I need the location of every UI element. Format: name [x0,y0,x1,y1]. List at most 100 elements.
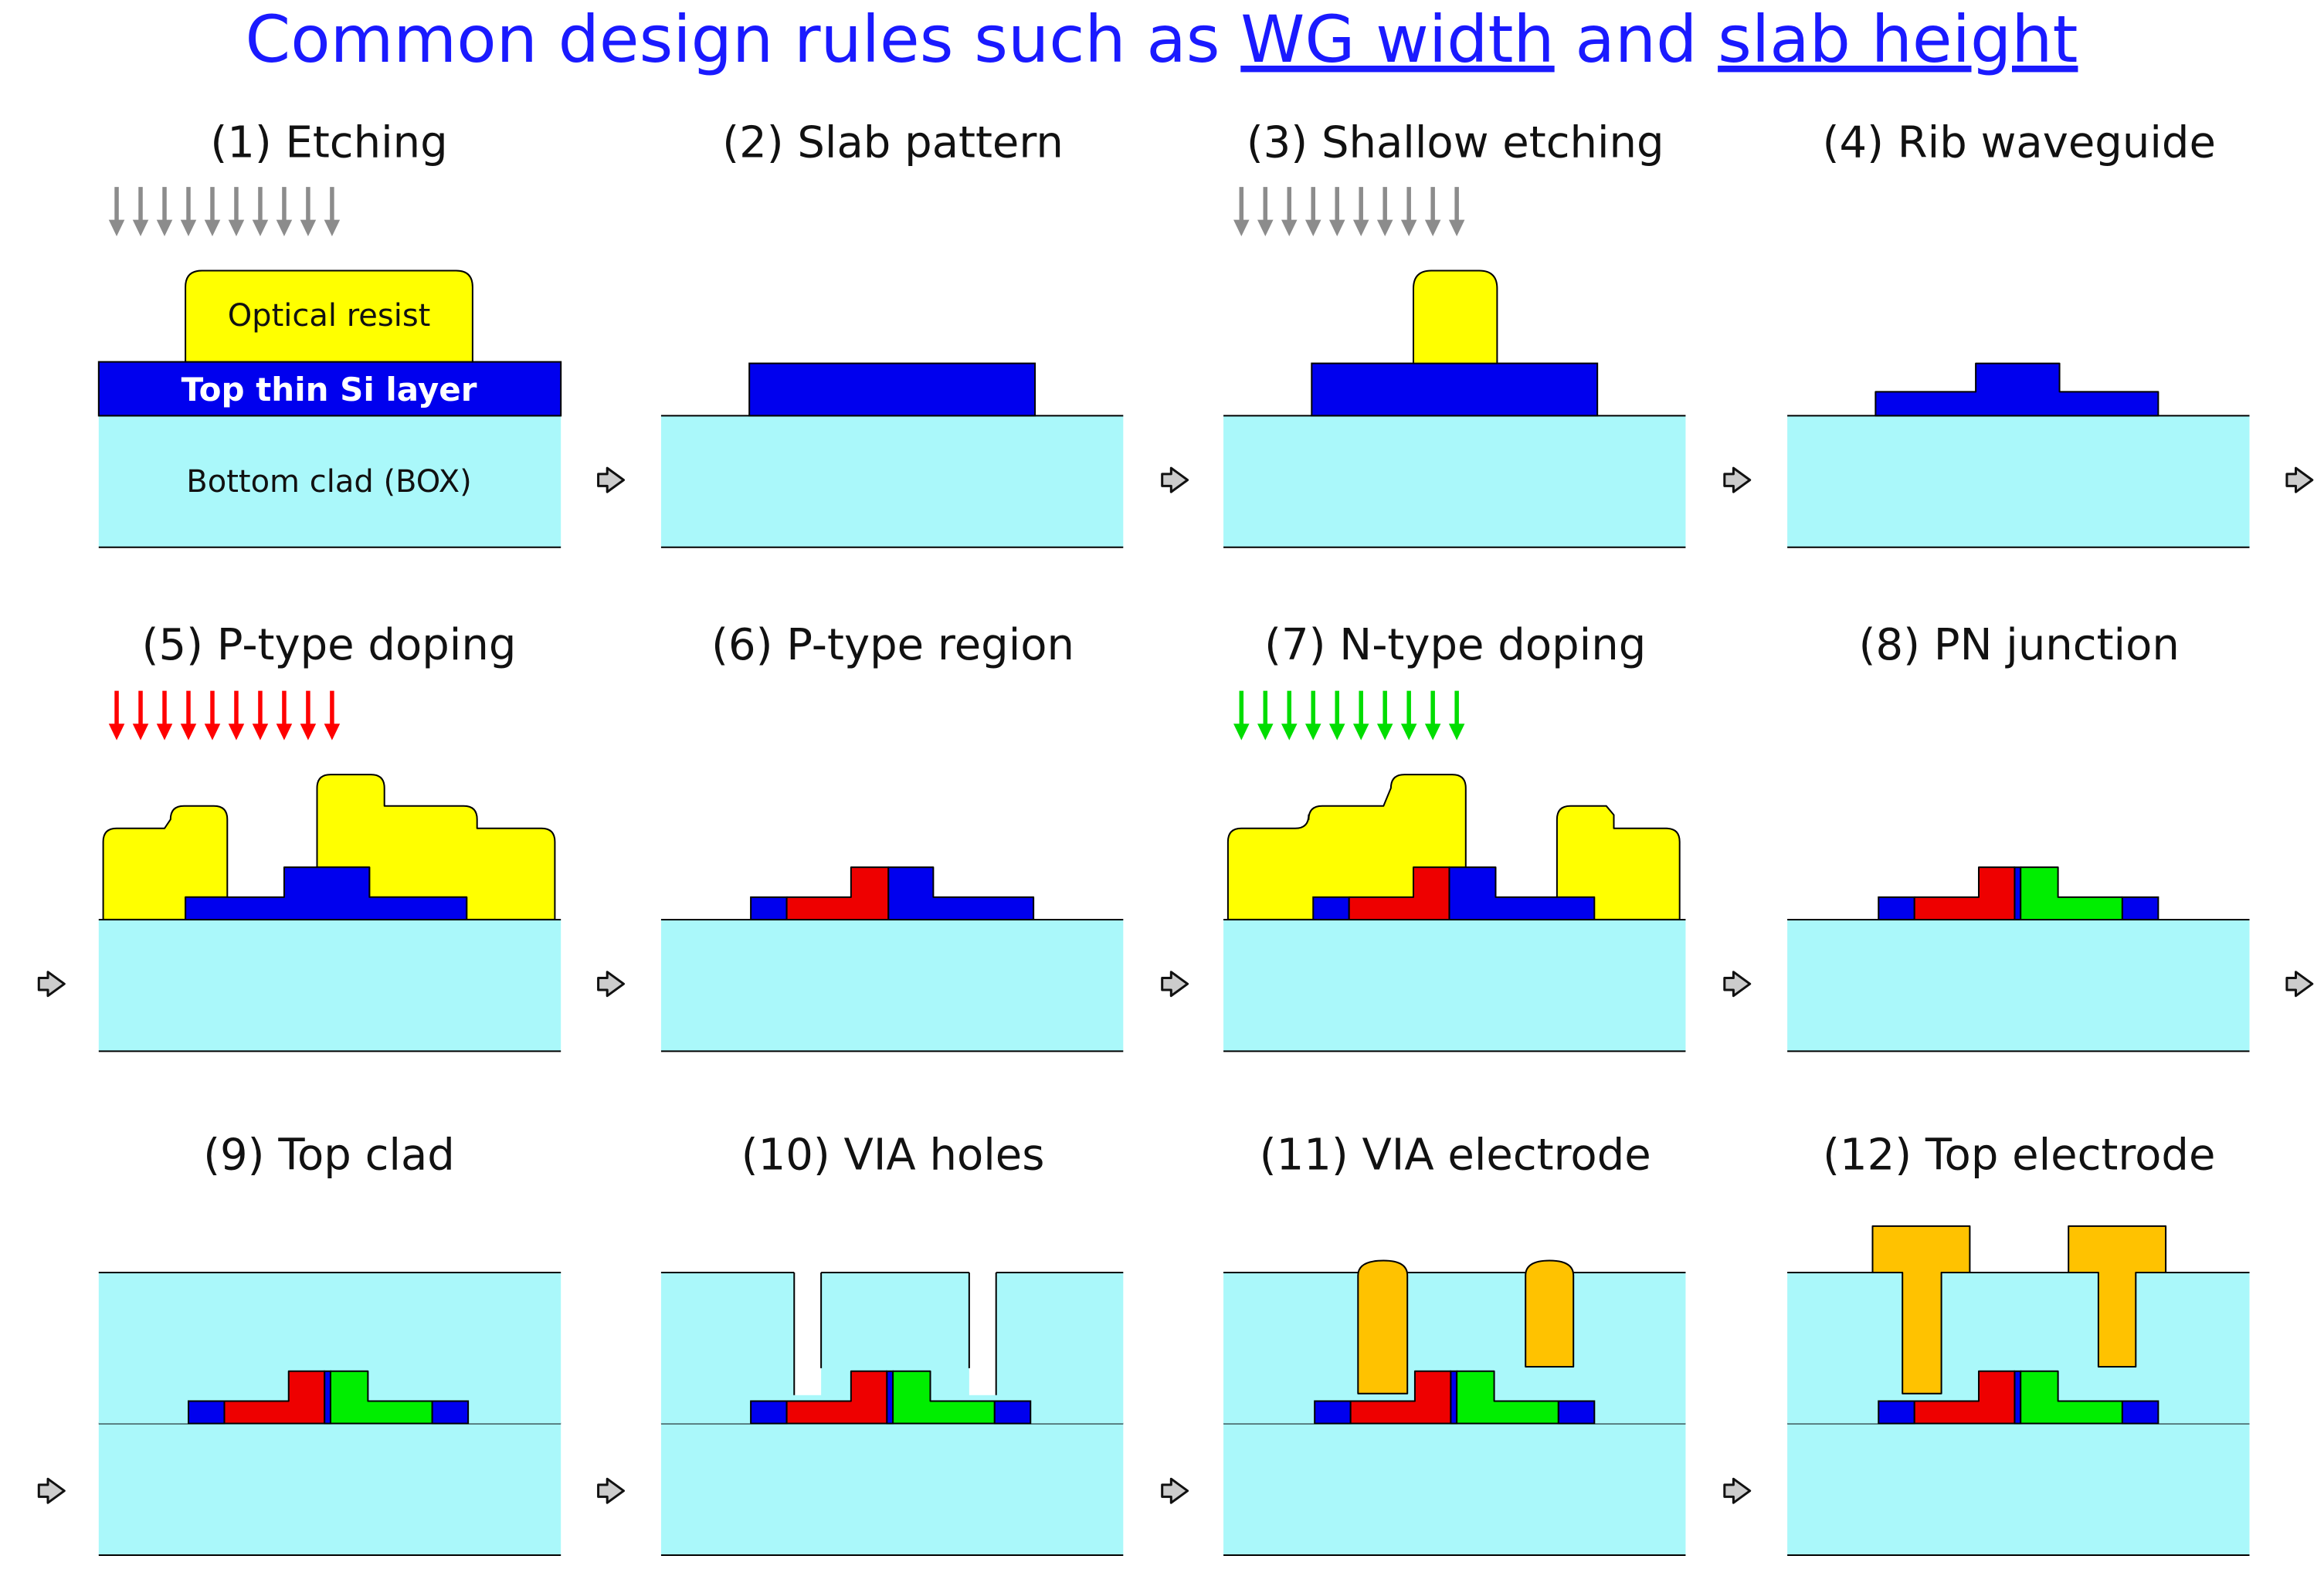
arrow-head [1376,219,1393,236]
down-arrow-icon [132,187,149,236]
arrow-head [1257,724,1274,741]
down-arrow-icon [1304,187,1321,236]
right-arrow-icon [1161,1477,1189,1504]
step-label-3: (3) Shallow etching [1247,117,1664,168]
bottom-clad [1223,1423,1686,1555]
down-arrow-icon [1233,690,1250,741]
bottom-clad [98,415,561,547]
arrow-head [1281,724,1298,741]
si-contact-right [993,1400,1032,1425]
panel-11 [1223,1259,1686,1556]
via-electrode-left [1357,1259,1409,1395]
si-contact-left [1878,896,1915,920]
resist-label: Optical resist [228,298,431,334]
via-electrode-right [1525,1259,1575,1368]
junction-si [2014,1370,2022,1425]
bottom-clad [660,415,1124,547]
panel-9 [98,1271,561,1556]
si-contact-left [1314,1400,1352,1425]
arrow-head [1352,219,1369,236]
title-link-wg-width: WG width [1240,2,1554,77]
bottom-clad [660,1423,1124,1555]
arrow-head [1424,219,1441,236]
down-arrow-icon [156,690,173,741]
diagram-title: Common design rules such as WG width and… [246,2,2078,77]
arrow-head [300,219,317,236]
bottom-clad [1787,1423,2250,1555]
bottom-clad [660,919,1124,1052]
arrow-head [276,219,293,236]
arrow-head [108,219,125,236]
down-arrow-icon [324,187,341,236]
top-electrode-left [1871,1225,1971,1395]
etch-arrows [108,187,341,236]
via-hole-right [969,1271,996,1395]
box-label: Bottom clad (BOX) [186,464,471,500]
right-arrow-icon [2285,466,2314,493]
rib-waveguide [185,866,468,920]
panel-5 [98,690,561,1052]
step-label-2: (2) Slab pattern [722,117,1064,168]
down-arrow-icon [1281,690,1298,741]
down-arrow-icon [1352,187,1369,236]
arrow-head [1448,219,1465,236]
panel-7 [1223,690,1686,1052]
arrow-head [324,219,341,236]
step-label-8: (8) PN junction [1859,620,2180,670]
down-arrow-icon [1328,690,1345,741]
right-arrow-icon [1723,1477,1752,1504]
arrow-head [1304,724,1321,741]
si-region-right [1448,866,1596,920]
down-arrow-icon [1257,690,1274,741]
resist-right [316,774,556,920]
arrow-head [300,724,317,741]
down-arrow-icon [180,187,197,236]
arrow-head [1400,724,1417,741]
down-arrow-icon [1448,690,1465,741]
down-arrow-icon [300,690,317,741]
right-arrow-icon [597,1477,625,1504]
step-label-12: (12) Top electrode [1823,1130,2215,1180]
right-arrow-icon [597,466,625,493]
down-arrow-icon [1281,187,1298,236]
down-arrow-icon [108,690,125,741]
si-region-right [887,866,1035,920]
step-label-1: (1) Etching [210,117,447,168]
arrow-head [1257,219,1274,236]
title-prefix: Common design rules such as [246,2,1241,77]
down-arrow-icon [1424,187,1441,236]
si-contact-right [1557,1400,1596,1425]
arrow-head [252,219,269,236]
resist-left [1226,774,1467,920]
down-arrow-icon [1376,187,1393,236]
panel-4 [1787,362,2250,548]
step-label-4: (4) Rib waveguide [1823,117,2216,168]
panel-6 [660,866,1124,1052]
down-arrow-icon [228,187,245,236]
down-arrow-icon [252,690,269,741]
arrow-head [252,724,269,741]
arrow-head [108,724,125,741]
down-arrow-icon [1257,187,1274,236]
down-arrow-icon [1304,690,1321,741]
down-arrow-icon [204,187,221,236]
arrow-head [1281,219,1298,236]
arrow-head [156,219,173,236]
si-contact-right [2121,896,2159,920]
right-arrow-icon [1723,971,1752,998]
bottom-clad [1223,919,1686,1052]
arrow-head [1328,724,1345,741]
right-arrow-icon [37,971,66,998]
arrow-head [132,219,149,236]
arrow-head [276,724,293,741]
down-arrow-icon [204,690,221,741]
si-contact-left [1878,1400,1915,1425]
down-arrow-icon [108,187,125,236]
panel-8 [1787,866,2250,1052]
step-label-9: (9) Top clad [203,1130,455,1180]
p-region [785,866,890,920]
p-region [1913,866,2016,920]
flow-arrows [37,466,2314,1504]
panel-2 [660,362,1124,548]
